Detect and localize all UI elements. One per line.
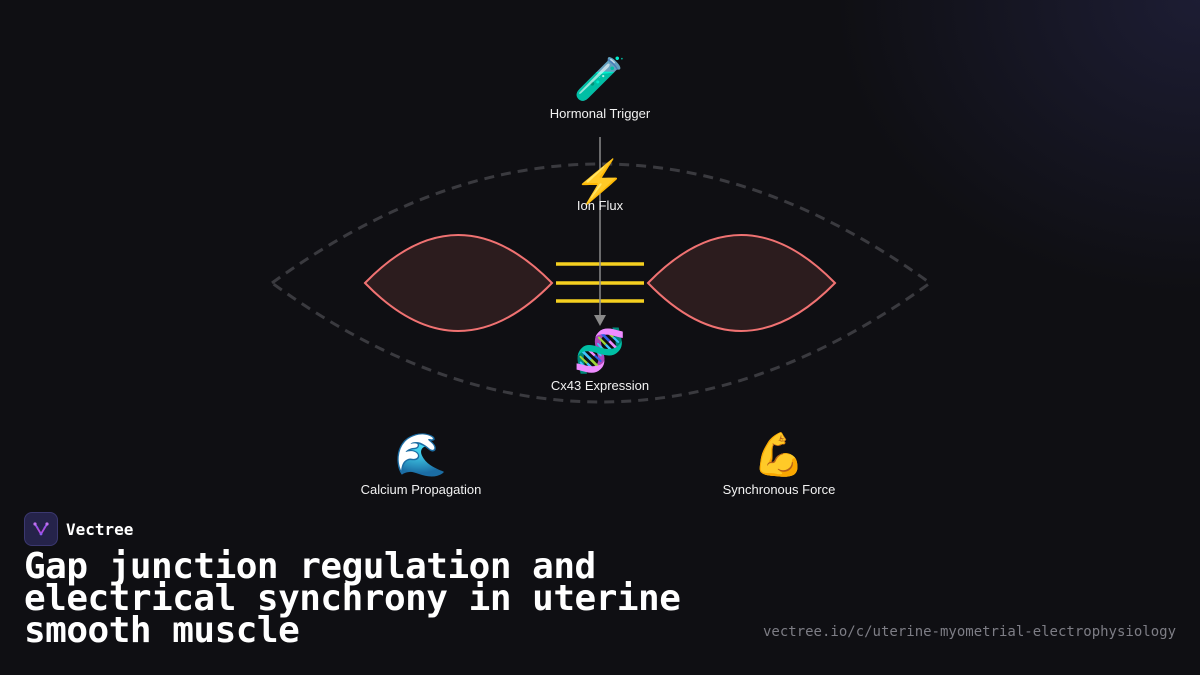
vectree-logo-mark <box>33 522 49 536</box>
node-ion-flux: ⚡ Ion Flux <box>574 158 626 213</box>
node-label: Calcium Propagation <box>360 482 482 497</box>
node-calcium-propagation: 🌊 Calcium Propagation <box>361 431 482 497</box>
flexed-biceps-icon: 💪 <box>752 431 806 478</box>
node-synchronous-force: 💪 Synchronous Force <box>723 431 836 497</box>
node-label: Cx43 Expression <box>550 378 650 393</box>
node-label: Ion Flux <box>576 198 624 213</box>
node-hormonal-trigger: 🧪 Hormonal Trigger <box>550 55 650 121</box>
signal-arrow-head <box>594 315 606 326</box>
right-myocyte <box>646 234 837 332</box>
test-tube-icon: 🧪 <box>573 55 627 102</box>
wave-icon: 🌊 <box>394 431 448 478</box>
node-cx43-expression: 🧬 Cx43 Expression <box>551 327 649 393</box>
source-url: vectree.io/c/uterine-myometrial-electrop… <box>762 624 1176 640</box>
dna-icon: 🧬 <box>573 327 627 374</box>
node-label: Hormonal Trigger <box>549 106 651 121</box>
vectree-logo-icon <box>24 512 58 546</box>
lightning-icon: ⚡ <box>573 158 627 205</box>
brand: Vectree <box>24 512 133 546</box>
node-label: Synchronous Force <box>722 482 836 497</box>
left-myocyte <box>363 234 554 332</box>
brand-name: Vectree <box>66 519 134 539</box>
page-title: Gap junction regulation and electrical s… <box>24 546 681 651</box>
